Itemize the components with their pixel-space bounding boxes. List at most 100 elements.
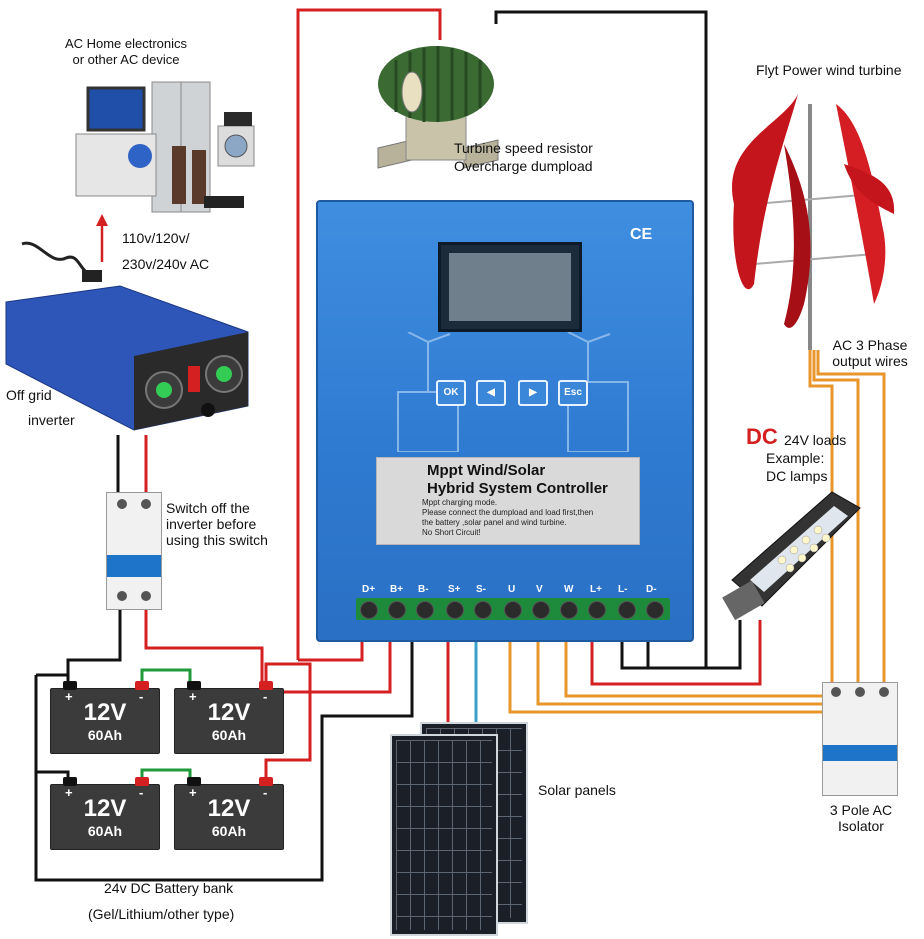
battery-capacity: 60Ah bbox=[87, 727, 123, 743]
battery-negative-terminal bbox=[63, 777, 77, 786]
left-button[interactable]: ◀ bbox=[476, 380, 506, 406]
battery-minus-sign: - bbox=[139, 689, 144, 704]
turbine-label: Flyt Power wind turbine bbox=[756, 62, 902, 78]
esc-button[interactable]: Esc bbox=[558, 380, 588, 406]
terminal-screw[interactable] bbox=[504, 601, 522, 619]
controller-note-4: No Short Circuit! bbox=[422, 528, 481, 537]
controller-title-2: Hybrid System Controller bbox=[427, 480, 608, 497]
ac-voltage-line1: 110v/120v/ bbox=[122, 230, 190, 246]
wire-battery-series-top bbox=[140, 668, 192, 688]
battery-2: + - 12V 60Ah bbox=[174, 681, 284, 754]
battery-3: + - 12V 60Ah bbox=[50, 777, 160, 850]
terminal-label: D+ bbox=[362, 584, 376, 595]
battery-minus-sign: - bbox=[263, 785, 268, 800]
terminal-label: L- bbox=[618, 584, 628, 595]
battery-bank-label: 24v DC Battery bank bbox=[104, 880, 234, 896]
isolator-label-1: 3 Pole AC bbox=[829, 802, 893, 818]
terminal-screw[interactable] bbox=[560, 601, 578, 619]
inverter-label: inverter bbox=[28, 412, 75, 428]
wire-turbine-w bbox=[816, 350, 886, 690]
battery-positive-terminal bbox=[135, 681, 149, 690]
dc-loads-label: 24V loads bbox=[784, 432, 847, 448]
controller-note-3: the battery ,solar panel and wind turbin… bbox=[422, 518, 567, 527]
terminal-label: D- bbox=[646, 584, 657, 595]
terminal-label: U bbox=[508, 584, 516, 595]
wire-turbine-u bbox=[808, 350, 834, 690]
terminal-label: S+ bbox=[448, 584, 461, 595]
battery-plus-sign: + bbox=[65, 785, 73, 800]
terminal-label: L+ bbox=[590, 584, 602, 595]
terminal-screw[interactable] bbox=[446, 601, 464, 619]
terminal-label: W bbox=[564, 584, 574, 595]
battery-capacity: 60Ah bbox=[211, 727, 247, 743]
resistor-label-1: Turbine speed resistor bbox=[454, 140, 593, 156]
battery-4: + - 12V 60Ah bbox=[174, 777, 284, 850]
wire-dumpload-negative bbox=[494, 10, 708, 670]
battery-voltage: 12V bbox=[207, 699, 251, 726]
battery-voltage: 12V bbox=[83, 795, 127, 822]
battery-positive-terminal bbox=[135, 777, 149, 786]
controller-label-panel: Mppt Wind/Solar Hybrid System Controller… bbox=[376, 457, 640, 545]
switch-label-2: inverter before bbox=[166, 516, 257, 532]
terminal-screw[interactable] bbox=[474, 601, 492, 619]
battery-1: + - 12V 60Ah bbox=[50, 681, 160, 754]
battery-negative-terminal bbox=[187, 777, 201, 786]
wire-switch-positive bbox=[144, 608, 264, 688]
battery-voltage: 12V bbox=[83, 699, 127, 726]
inverter-switch bbox=[106, 492, 162, 610]
battery-plus-sign: + bbox=[65, 689, 73, 704]
solar-panel-icon bbox=[390, 734, 498, 936]
wind-turbine-icon bbox=[397, 332, 629, 452]
terminal-block bbox=[356, 598, 670, 620]
battery-negative-terminal bbox=[63, 681, 77, 690]
ac-isolator bbox=[822, 682, 898, 796]
battery-minus-sign: - bbox=[139, 785, 144, 800]
terminal-screw[interactable] bbox=[532, 601, 550, 619]
controller-title-1: Mppt Wind/Solar bbox=[427, 462, 546, 479]
ac-electronics-icon bbox=[75, 81, 255, 213]
battery-plus-sign: + bbox=[189, 689, 197, 704]
isolator-label-2: Isolator bbox=[838, 818, 884, 834]
terminal-label: B+ bbox=[390, 584, 404, 595]
ac3phase-label-1: AC 3 Phase bbox=[832, 337, 908, 353]
switch-label-1: Switch off the bbox=[166, 500, 250, 516]
solar-panels-label: Solar panels bbox=[538, 782, 616, 798]
hybrid-controller: CE OK ◀ ▶ Esc Mppt Wind/Solar Hybrid Sys… bbox=[316, 200, 694, 642]
offgrid-label: Off grid bbox=[6, 387, 52, 403]
controller-note-2: Please connect the dumpload and load fir… bbox=[422, 508, 594, 517]
terminal-screw[interactable] bbox=[416, 601, 434, 619]
resistor-label-2: Overcharge dumpload bbox=[454, 158, 593, 174]
dc-lamps-label: DC lamps bbox=[766, 468, 828, 484]
terminal-screw[interactable] bbox=[360, 601, 378, 619]
terminal-label: B- bbox=[418, 584, 429, 595]
wind-turbine bbox=[732, 94, 895, 350]
battery-minus-sign: - bbox=[263, 689, 268, 704]
wire-turbine-v bbox=[812, 350, 860, 690]
ce-mark: CE bbox=[630, 226, 653, 243]
battery-positive-terminal bbox=[259, 681, 273, 690]
terminal-screw[interactable] bbox=[588, 601, 606, 619]
ok-button[interactable]: OK bbox=[436, 380, 466, 406]
wire-load-positive bbox=[590, 620, 762, 686]
terminal-label: S- bbox=[476, 584, 486, 595]
wire-load-negative bbox=[620, 620, 742, 670]
battery-capacity: 60Ah bbox=[87, 823, 123, 839]
battery-plus-sign: + bbox=[189, 785, 197, 800]
wire-dumpload-positive bbox=[296, 8, 442, 660]
terminal-label: V bbox=[536, 584, 543, 595]
switch-label-3: using this switch bbox=[166, 532, 268, 548]
ac-home-label: AC Home electronics or other AC device bbox=[64, 36, 188, 67]
terminal-screw[interactable] bbox=[618, 601, 636, 619]
lcd-screen bbox=[438, 242, 582, 332]
battery-positive-terminal bbox=[259, 777, 273, 786]
terminal-screw[interactable] bbox=[388, 601, 406, 619]
wire-phase-u bbox=[508, 632, 834, 714]
ac3phase-label-2: output wires bbox=[832, 353, 908, 369]
dc-label: DC bbox=[746, 424, 778, 449]
right-button[interactable]: ▶ bbox=[518, 380, 548, 406]
wire-battery-parallel-pos bbox=[264, 662, 312, 784]
wire-switch-negative bbox=[66, 608, 122, 688]
resistor-icon bbox=[377, 46, 499, 169]
terminal-screw[interactable] bbox=[646, 601, 664, 619]
